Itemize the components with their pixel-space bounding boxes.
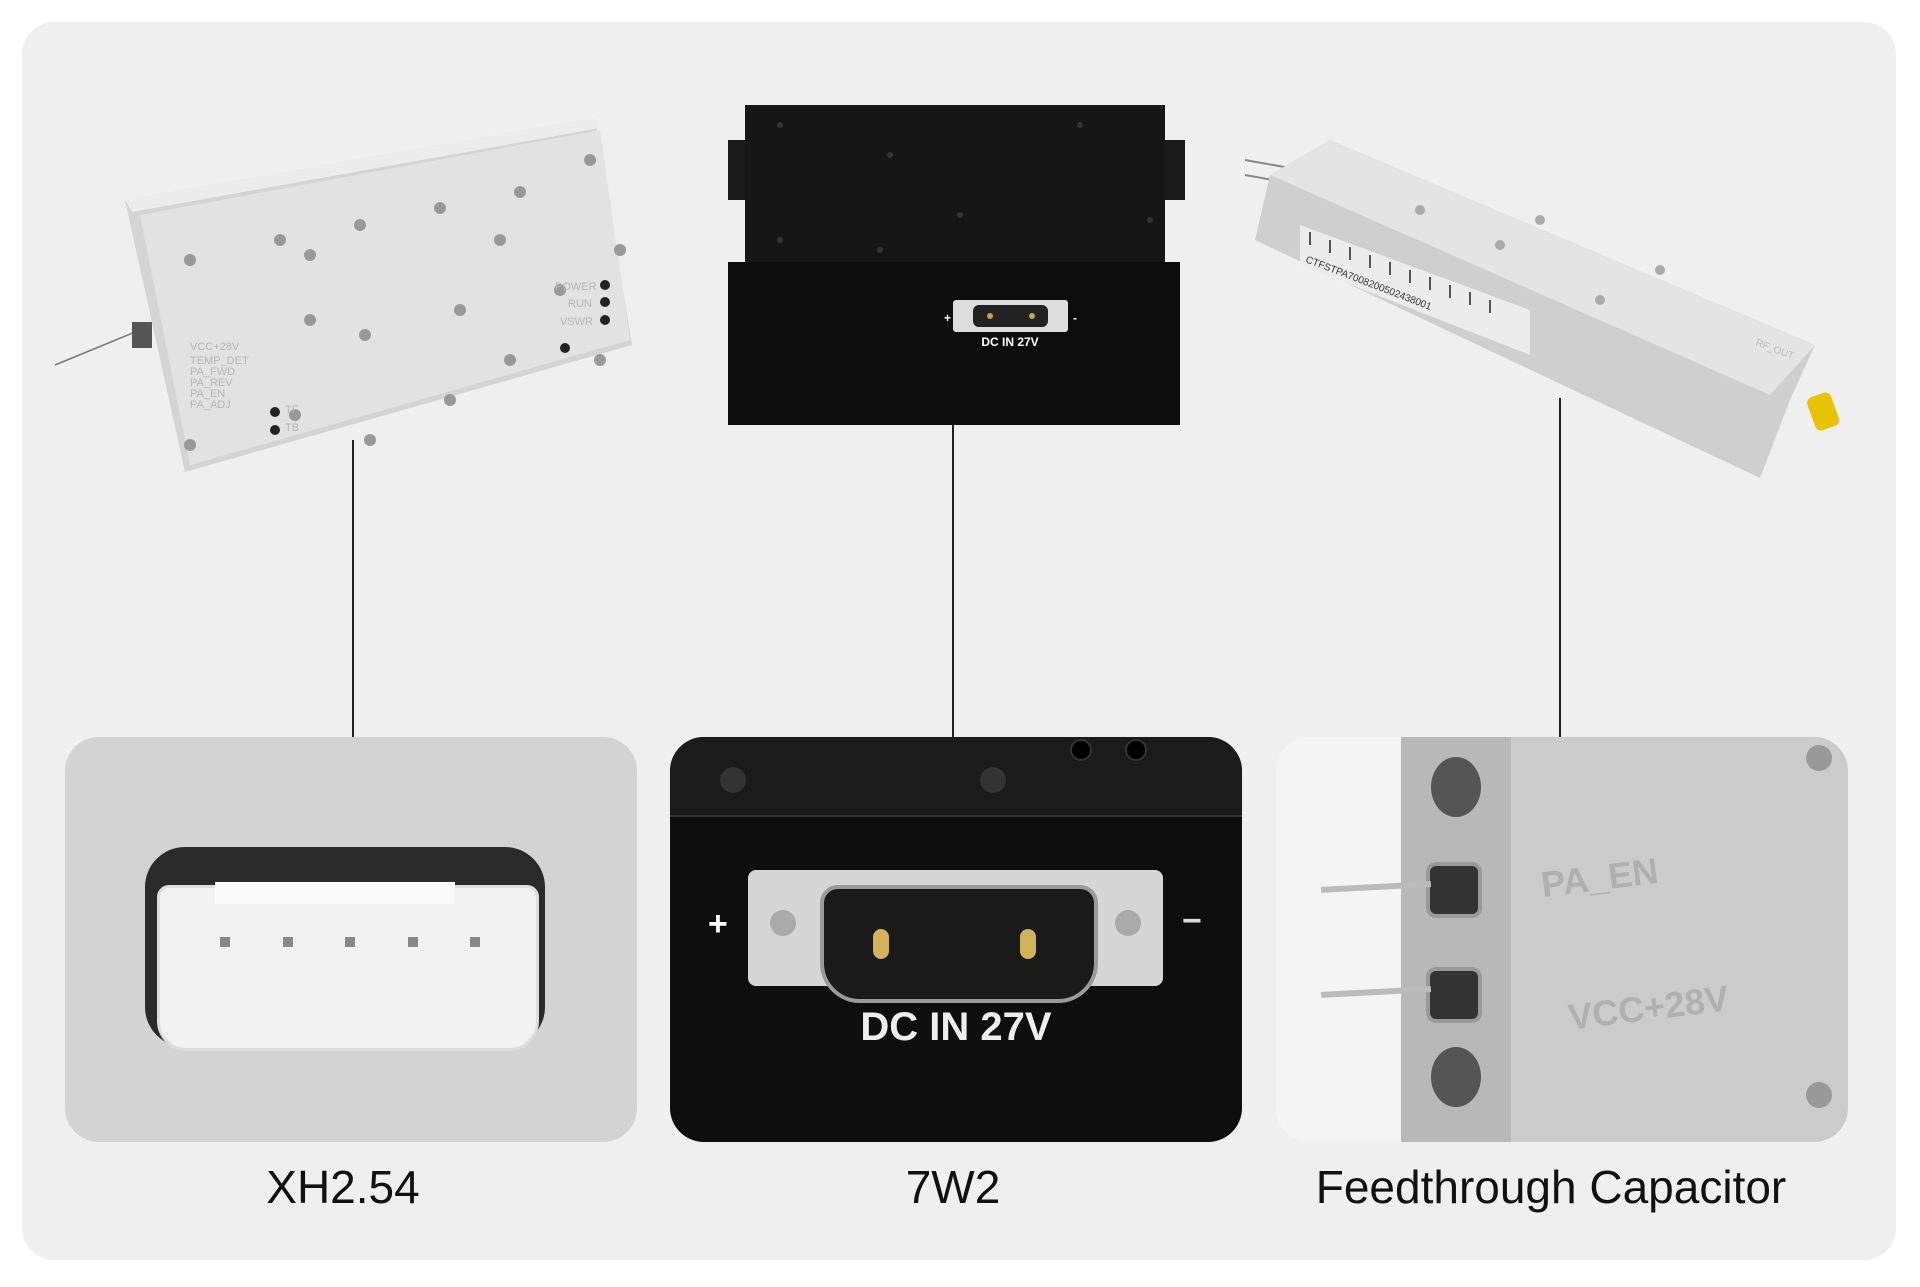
silk-vswr: VSWR bbox=[560, 316, 593, 328]
feedthrough-capacitor-1 bbox=[1426, 862, 1482, 918]
box-minus: - bbox=[1073, 311, 1077, 325]
caption-xh254: XH2.54 bbox=[266, 1161, 420, 1213]
xh-connector-housing bbox=[157, 885, 539, 1051]
silk-temp-det: TEMP_DET bbox=[190, 355, 249, 367]
silk-pa-en: PA_EN bbox=[190, 388, 225, 400]
detail-feedthrough: PA_EN VCC+28V bbox=[1276, 737, 1848, 1142]
silk-power: POWER bbox=[555, 281, 597, 293]
silk-vcc: VCC+28V bbox=[190, 341, 240, 353]
silk-tf: TF bbox=[285, 404, 299, 416]
detail-dc-in-label: DC IN 27V bbox=[860, 1005, 1052, 1049]
dsub-7w2-connector bbox=[820, 885, 1098, 1003]
silk-run: RUN bbox=[568, 298, 592, 310]
detail-7w2: + − DC IN 27V bbox=[670, 737, 1242, 1142]
black-enclosure-photo: + - DC IN 27V bbox=[728, 105, 1185, 425]
barcode bbox=[1309, 232, 1491, 313]
caption-7w2: 7W2 bbox=[905, 1161, 1001, 1213]
long-amplifier-module-photo: CTFSTPA7008200502438001 RF_OUT bbox=[1244, 140, 1840, 478]
silk-pa-adj: PA_ADJ bbox=[190, 399, 231, 411]
callout-line-xh254 bbox=[352, 440, 354, 737]
callout-line-feedthrough bbox=[1559, 398, 1561, 737]
silk-pa-rev: PA_REV bbox=[190, 377, 233, 389]
callout-line-7w2 bbox=[952, 425, 954, 737]
feedthrough-capacitor-2 bbox=[1426, 967, 1482, 1023]
detail-plus: + bbox=[708, 905, 728, 943]
detail-minus: − bbox=[1182, 902, 1202, 940]
box-dc-in-label: DC IN 27V bbox=[981, 335, 1038, 349]
detail-xh254 bbox=[65, 737, 637, 1142]
caption-feedthrough: Feedthrough Capacitor bbox=[1315, 1161, 1787, 1213]
silk-pa-fwd: PA_FWD bbox=[190, 366, 235, 378]
silk-tb: TB bbox=[285, 422, 299, 434]
box-plus: + bbox=[944, 311, 951, 325]
xh-pins bbox=[220, 937, 480, 947]
control-module-photo: VCC+28V TEMP_DET PA_FWD PA_REV PA_EN PA_… bbox=[54, 118, 632, 472]
